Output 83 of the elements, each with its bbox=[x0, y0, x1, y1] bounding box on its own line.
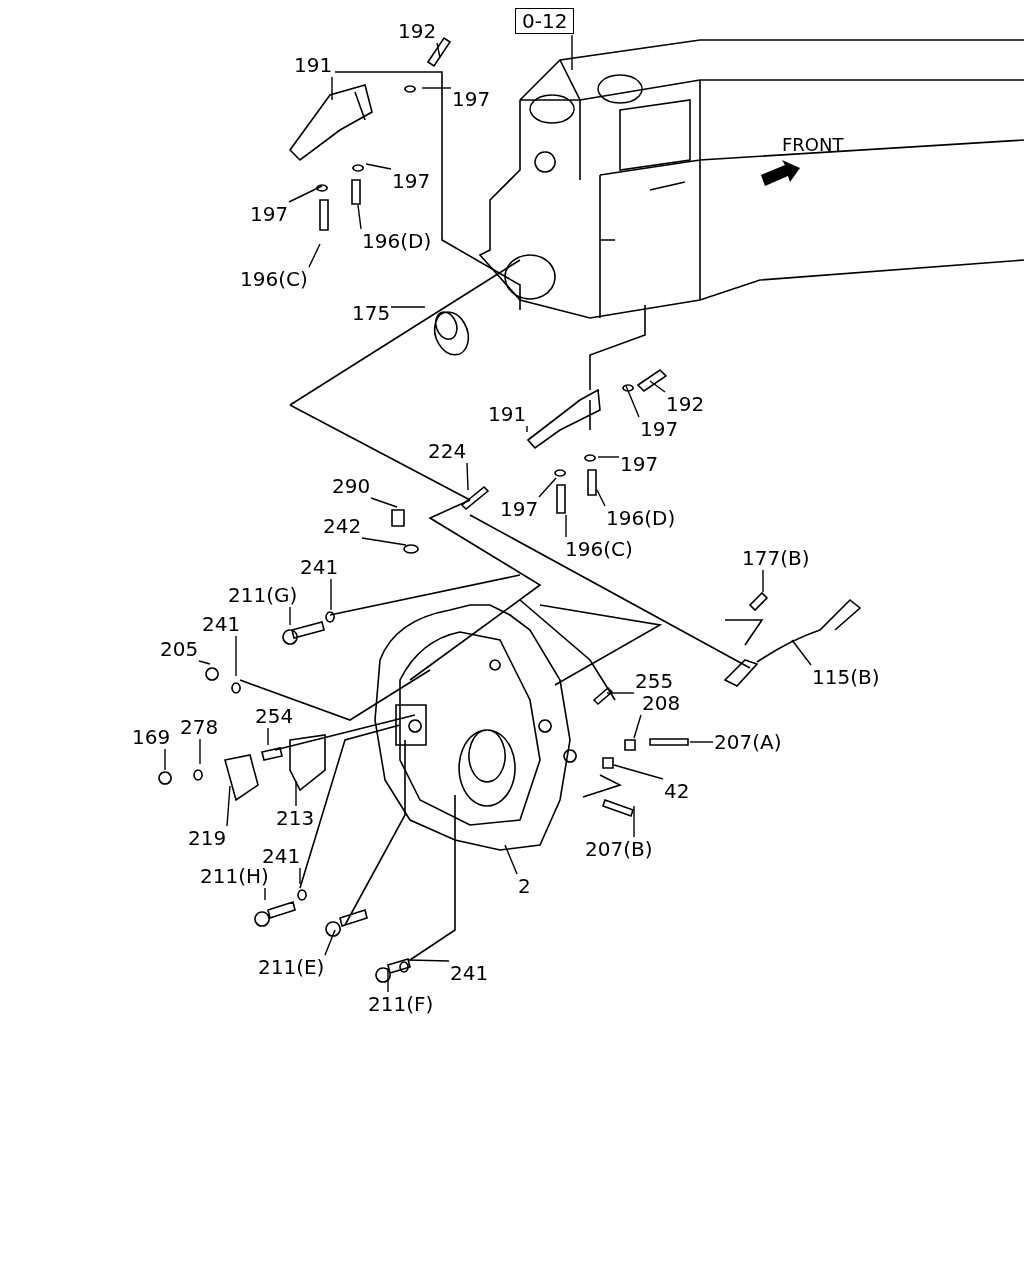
callout-number: 196(C) bbox=[240, 268, 308, 290]
leader-line bbox=[361, 537, 407, 546]
leader-line bbox=[370, 497, 398, 508]
leader-line bbox=[791, 639, 812, 666]
callout-number: 241 bbox=[450, 962, 489, 984]
leader-line bbox=[407, 959, 450, 962]
leader-line bbox=[436, 42, 441, 59]
leader-line bbox=[226, 785, 231, 827]
callout-number: 205 bbox=[160, 638, 199, 660]
reference-label: 0-12 bbox=[515, 8, 575, 34]
leader-line bbox=[308, 243, 321, 268]
callout-number: 191 bbox=[294, 54, 333, 76]
leader-line bbox=[357, 204, 362, 230]
leader-line bbox=[466, 462, 469, 491]
callout-number: 197 bbox=[452, 88, 491, 110]
callout-number: 207(B) bbox=[585, 838, 653, 860]
callout-number: 254 bbox=[255, 705, 294, 727]
leader-line bbox=[264, 887, 266, 901]
leader-line bbox=[421, 87, 452, 89]
callout-number: 211(H) bbox=[200, 865, 269, 887]
leader-line bbox=[365, 163, 392, 170]
leader-line bbox=[235, 635, 237, 677]
callout-number: 197 bbox=[250, 203, 289, 225]
leader-line bbox=[526, 425, 528, 433]
leader-line bbox=[330, 578, 332, 611]
callout-number: 197 bbox=[640, 418, 679, 440]
leader-line bbox=[613, 764, 664, 780]
leader-line bbox=[390, 306, 426, 308]
callout-number: 255 bbox=[635, 670, 674, 692]
leader-line bbox=[606, 692, 635, 694]
callout-number: 219 bbox=[188, 827, 227, 849]
leader-line bbox=[267, 727, 269, 746]
leader-line bbox=[597, 456, 620, 458]
leader-line bbox=[199, 738, 201, 765]
leader-line bbox=[762, 569, 764, 593]
leader-line bbox=[649, 380, 666, 393]
callout-number: 211(F) bbox=[368, 993, 434, 1015]
leader-line bbox=[164, 748, 166, 771]
callout-number: 192 bbox=[666, 393, 705, 415]
leader-line bbox=[596, 489, 606, 507]
callout-number: 192 bbox=[398, 20, 437, 42]
callout-number: 196(D) bbox=[362, 230, 432, 252]
callout-number: 241 bbox=[300, 556, 339, 578]
leader-line bbox=[538, 477, 557, 498]
callout-number: 196(C) bbox=[565, 538, 633, 560]
leader-line bbox=[299, 867, 301, 885]
leader-line bbox=[387, 967, 389, 993]
callout-number: 197 bbox=[620, 453, 659, 475]
callout-number: 175 bbox=[352, 302, 391, 324]
leader-line bbox=[565, 514, 567, 538]
callout-number: 278 bbox=[180, 716, 219, 738]
leader-line bbox=[504, 844, 518, 875]
callout-number: 242 bbox=[323, 515, 362, 537]
callout-number: 241 bbox=[202, 613, 241, 635]
direction-label: FRONT bbox=[782, 134, 844, 156]
leader-line bbox=[625, 385, 640, 418]
leader-line bbox=[633, 805, 635, 838]
callout-number: 211(E) bbox=[258, 956, 325, 978]
callout-number: 211(G) bbox=[228, 584, 298, 606]
leader-line bbox=[295, 780, 297, 807]
callout-number: 224 bbox=[428, 440, 467, 462]
callout-number: 2 bbox=[518, 875, 531, 897]
callout-number: 191 bbox=[488, 403, 527, 425]
callout-number: 290 bbox=[332, 475, 371, 497]
callout-number: 208 bbox=[642, 692, 681, 714]
callout-number: 177(B) bbox=[742, 547, 810, 569]
leader-line bbox=[571, 34, 573, 71]
callout-number: 197 bbox=[392, 170, 431, 192]
leader-line bbox=[689, 741, 714, 743]
callout-number: 42 bbox=[664, 780, 690, 802]
callout-number: 207(A) bbox=[714, 731, 782, 753]
callout-number: 197 bbox=[500, 498, 539, 520]
leader-line bbox=[198, 660, 211, 665]
callout-number: 213 bbox=[276, 807, 315, 829]
leader-line bbox=[289, 606, 291, 626]
callout-number: 115(B) bbox=[812, 666, 880, 688]
leader-line bbox=[288, 185, 323, 203]
leader-line bbox=[331, 76, 333, 101]
callout-number: 196(D) bbox=[606, 507, 676, 529]
callout-number: 169 bbox=[132, 726, 171, 748]
callout-number: 241 bbox=[262, 845, 301, 867]
leader-line bbox=[633, 714, 642, 739]
leader-line bbox=[324, 929, 336, 956]
